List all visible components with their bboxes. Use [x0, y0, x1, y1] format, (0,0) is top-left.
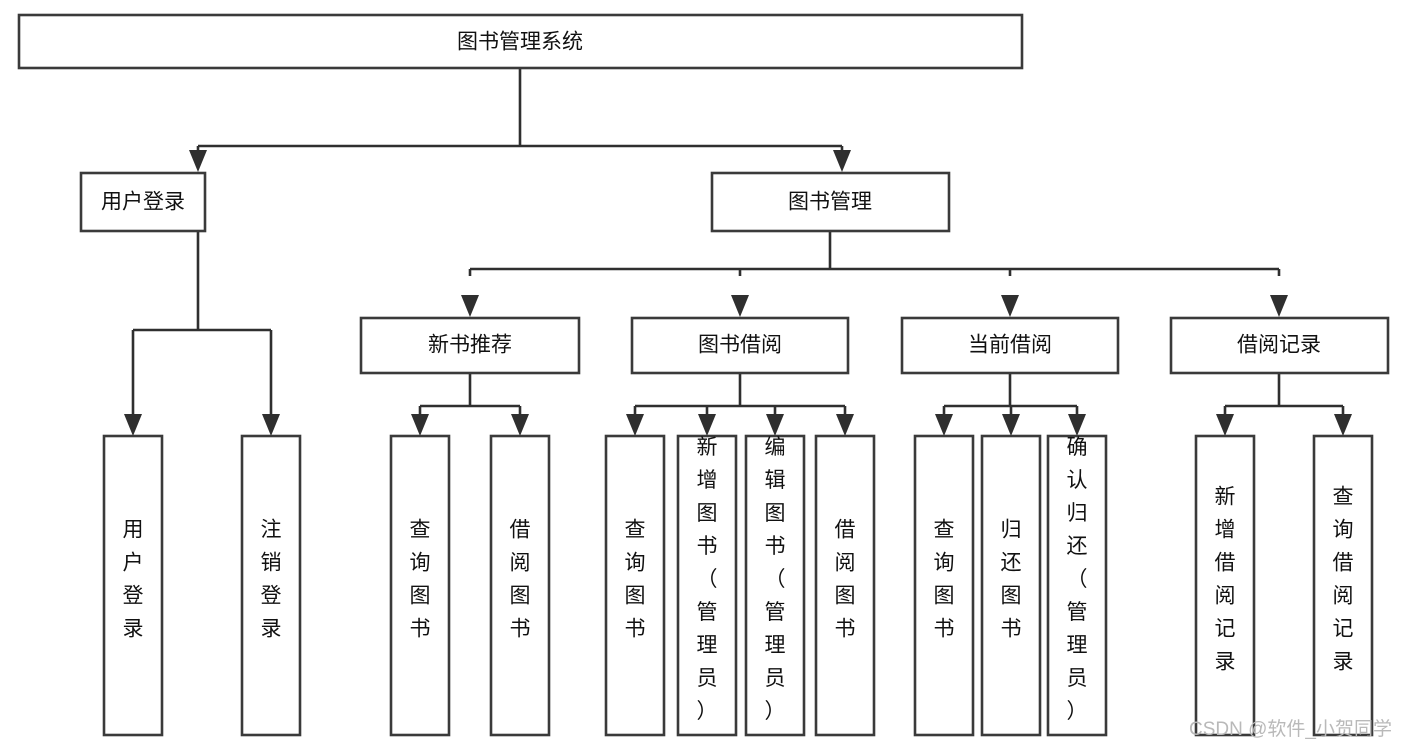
leaf-user-login-2-label: 注销登录	[261, 519, 282, 641]
node-book-borrow[interactable]: 图书借阅	[630, 316, 850, 375]
node-new-book-recommend[interactable]: 新书推荐	[359, 316, 581, 375]
arrow-to-leaf-logout	[262, 414, 280, 436]
leaf-book-borrow-1[interactable]: 查询图书	[604, 434, 666, 737]
arrow-to-book-borrow	[731, 295, 749, 317]
leaf-user-login-2[interactable]: 注销登录	[240, 434, 302, 737]
node-current-borrow-label: 当前借阅	[968, 334, 1052, 357]
node-book-manage-label: 图书管理	[788, 191, 872, 214]
leaf-user-login-1-box[interactable]	[102, 434, 164, 737]
leaf-current-borrow-1-box[interactable]	[913, 434, 975, 737]
leaf-borrow-record-1[interactable]: 新增借阅记录	[1194, 434, 1256, 737]
leaf-user-login-2-box[interactable]	[240, 434, 302, 737]
connector-group-root	[189, 68, 851, 172]
leaf-user-login-1-label: 用户登录	[123, 519, 144, 641]
leaf-book-borrow-4[interactable]: 借阅图书	[814, 434, 876, 737]
leaf-book-borrow-1-box[interactable]	[604, 434, 666, 737]
node-borrow-record[interactable]: 借阅记录	[1169, 316, 1390, 375]
leaf-borrow-record-1-label: 新增借阅记录	[1215, 486, 1236, 674]
leaf-borrow-record-2[interactable]: 查询借阅记录	[1312, 434, 1374, 737]
arrow-to-bb-leaf-1	[626, 414, 644, 436]
node-user-login-box[interactable]	[79, 171, 207, 233]
arrow-to-bb-leaf-2	[698, 414, 716, 436]
node-current-borrow[interactable]: 当前借阅	[900, 316, 1120, 375]
leaf-book-borrow-3-box[interactable]	[744, 434, 806, 737]
node-borrow-record-label: 借阅记录	[1237, 334, 1321, 357]
connector-group-book-borrow	[626, 373, 854, 436]
arrow-to-br-leaf-1	[1216, 414, 1234, 436]
connector-group-book-manage	[461, 232, 1288, 317]
arrow-to-cb-leaf-3	[1068, 414, 1086, 436]
leaf-borrow-record-1-box[interactable]	[1194, 434, 1256, 737]
leaf-user-login-1[interactable]: 用户登录	[102, 434, 164, 737]
leaf-book-borrow-2[interactable]: 新增图书（管理员）	[676, 434, 738, 737]
arrow-to-leaf-user-login	[124, 414, 142, 436]
arrow-to-cb-leaf-2	[1002, 414, 1020, 436]
leaf-book-borrow-3[interactable]: 编辑图书（管理员）	[744, 434, 806, 737]
connector-group-current-borrow	[935, 373, 1086, 436]
leaf-new-book-2-label: 借阅图书	[510, 519, 531, 641]
arrow-to-user-login	[189, 150, 207, 172]
connector-group-borrow-record	[1216, 373, 1352, 436]
arrow-to-bb-leaf-3	[766, 414, 784, 436]
leaf-current-borrow-3[interactable]: 确认归还（管理员）	[1046, 434, 1108, 737]
leaf-current-borrow-3-label: 确认归还（管理员）	[1067, 436, 1088, 723]
node-current-borrow-box[interactable]	[900, 316, 1120, 375]
leaf-book-borrow-4-label: 借阅图书	[835, 519, 856, 641]
node-book-manage[interactable]: 图书管理	[710, 171, 951, 233]
arrow-to-current-borrow	[1001, 295, 1019, 317]
node-new-book-recommend-label: 新书推荐	[428, 334, 512, 357]
arrow-to-borrow-record	[1270, 295, 1288, 317]
leaf-new-book-2[interactable]: 借阅图书	[489, 434, 551, 737]
arrow-to-nb-leaf-2	[511, 414, 529, 436]
leaf-new-book-1-box[interactable]	[389, 434, 451, 737]
leaf-current-borrow-1[interactable]: 查询图书	[913, 434, 975, 737]
leaf-current-borrow-3-box[interactable]	[1046, 434, 1108, 737]
leaf-current-borrow-1-label: 查询图书	[934, 519, 955, 641]
leaf-borrow-record-2-label: 查询借阅记录	[1333, 486, 1354, 674]
leaf-current-borrow-2-label: 归还图书	[1001, 519, 1022, 641]
node-root-label: 图书管理系统	[457, 31, 583, 54]
node-borrow-record-box[interactable]	[1169, 316, 1390, 375]
leaf-new-book-1[interactable]: 查询图书	[389, 434, 451, 737]
arrow-to-book-manage	[833, 150, 851, 172]
leaf-book-borrow-4-box[interactable]	[814, 434, 876, 737]
csdn-watermark: CSDN @软件_小贺同学	[1189, 718, 1392, 740]
node-book-borrow-label: 图书借阅	[698, 334, 782, 357]
node-user-login-label: 用户登录	[101, 191, 185, 214]
node-root-system[interactable]: 图书管理系统	[17, 13, 1024, 70]
connector-group-user-login	[124, 232, 280, 436]
leaf-book-borrow-3-label: 编辑图书（管理员）	[765, 436, 786, 723]
node-book-borrow-box[interactable]	[630, 316, 850, 375]
connector-group-new-book	[411, 373, 529, 436]
leaf-current-borrow-2-box[interactable]	[980, 434, 1042, 737]
leaf-new-book-1-label: 查询图书	[410, 519, 431, 641]
leaf-new-book-2-box[interactable]	[489, 434, 551, 737]
arrow-to-cb-leaf-1	[935, 414, 953, 436]
node-book-manage-box[interactable]	[710, 171, 951, 233]
arrow-to-nb-leaf-1	[411, 414, 429, 436]
leaf-book-borrow-1-label: 查询图书	[625, 519, 646, 641]
node-root-box[interactable]	[17, 13, 1024, 70]
leaf-book-borrow-2-label: 新增图书（管理员）	[697, 436, 718, 723]
leaf-current-borrow-2[interactable]: 归还图书	[980, 434, 1042, 737]
node-user-login[interactable]: 用户登录	[79, 171, 207, 233]
arrow-to-new-book	[461, 295, 479, 317]
arrow-to-bb-leaf-4	[836, 414, 854, 436]
leaf-book-borrow-2-box[interactable]	[676, 434, 738, 737]
node-new-book-recommend-box[interactable]	[359, 316, 581, 375]
arrow-to-br-leaf-2	[1334, 414, 1352, 436]
leaf-borrow-record-2-box[interactable]	[1312, 434, 1374, 737]
